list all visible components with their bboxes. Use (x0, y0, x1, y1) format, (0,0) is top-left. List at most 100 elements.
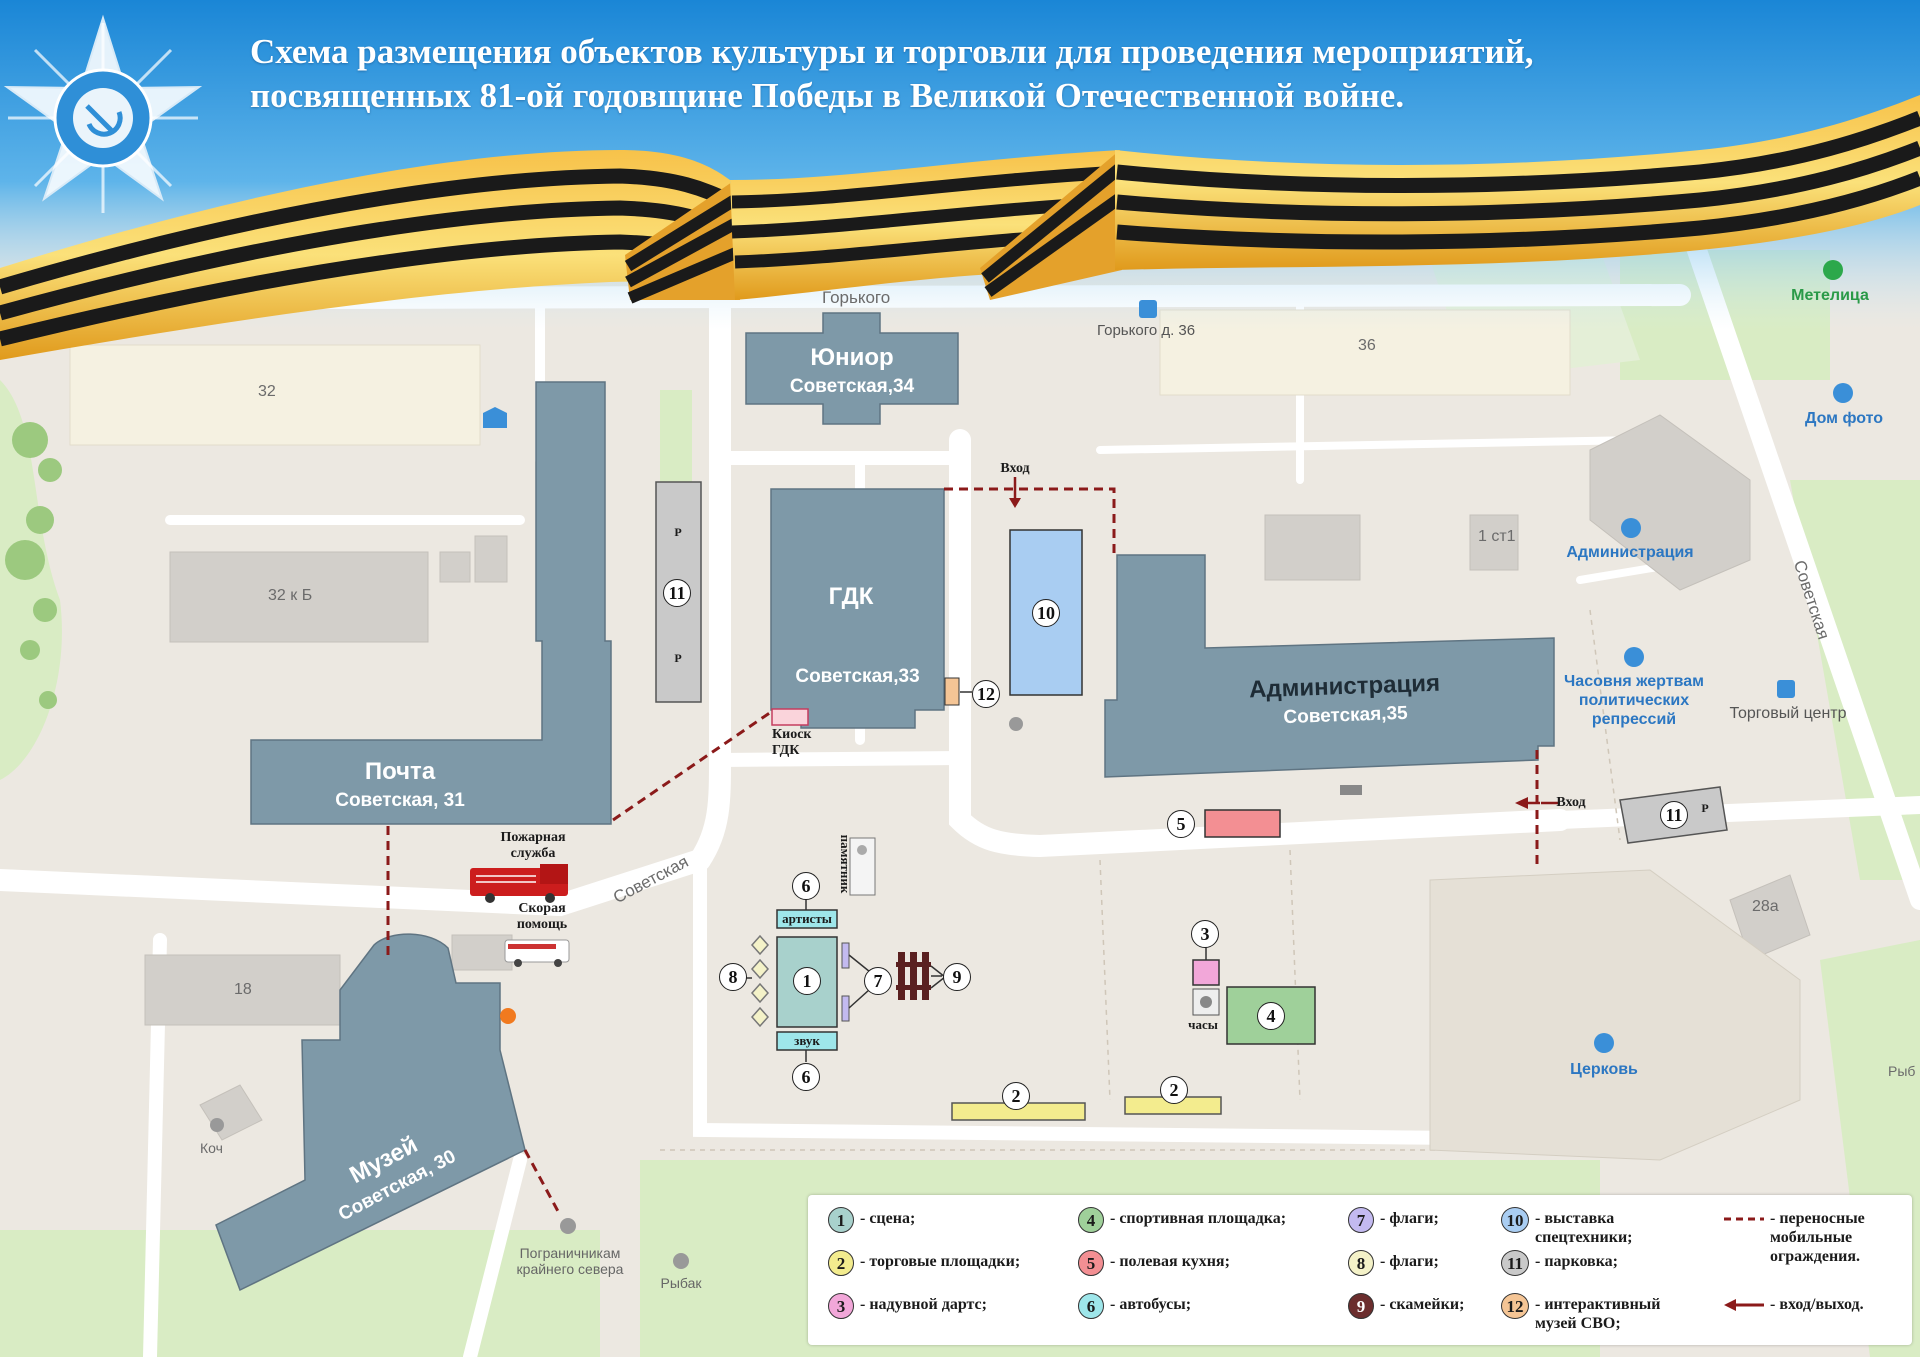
legend-item-1: 1 - сцена; (828, 1207, 916, 1233)
legend-item-12: 12- интерактивный музей СВО; (1501, 1293, 1695, 1333)
legend-item-8: 8- флаги; (1348, 1250, 1439, 1276)
legend-item-7: 7- флаги; (1348, 1207, 1439, 1233)
photo-pin-icon (1833, 383, 1853, 403)
bus-stop-label: Горького д. 36 (1097, 322, 1196, 339)
junior-label: Юниор Советская,34 (746, 344, 958, 398)
flag-7-bottom (841, 995, 850, 1022)
street-gorkogo-label: Горького (822, 288, 891, 307)
legend-text: - переносные мобильные ограждения. (1770, 1210, 1865, 1265)
parking-p-top: Р (674, 525, 682, 539)
marker-6: 6 (792, 1063, 820, 1091)
legend-marker: 7 (1348, 1207, 1374, 1233)
legend-text: - парковка; (1535, 1253, 1618, 1270)
pin-icon (1009, 717, 1023, 731)
parking-p-right: Р (1701, 801, 1709, 815)
fire-service-label: Пожарная служба (500, 830, 566, 861)
page-title: Схема размещения объектов культуры и тор… (250, 30, 1750, 118)
kiosk-gdk-rect (771, 708, 809, 726)
orange-pin-icon (500, 1008, 516, 1024)
building-32kb-label: 32 к Б (268, 587, 313, 604)
event-buildings (215, 312, 1555, 1292)
legend-text: - автобусы; (1110, 1296, 1192, 1313)
flags-8 (750, 934, 770, 1028)
administration-label: Администрация Советская,35 (1199, 668, 1491, 732)
church-label: Церковь (1570, 1061, 1638, 1078)
darts-area (1192, 959, 1220, 986)
legend-marker: 4 (1078, 1207, 1104, 1233)
st-george-ribbon (0, 95, 1920, 360)
building-28a-label: 28а (1752, 898, 1779, 915)
building-18-label: 18 (234, 981, 252, 998)
monument-label: памятник (838, 834, 853, 894)
legend-item-6: 6 - автобусы; (1078, 1293, 1192, 1319)
home-pin-icon (483, 407, 507, 428)
legend-item-11: 11 - парковка; (1501, 1250, 1618, 1276)
gdk-addr-wrap: Советская,33 (771, 662, 944, 688)
svo-museum-area (944, 677, 960, 706)
church-cross-icon (1594, 1033, 1614, 1053)
legend-item-10: 10- выставка спецтехники; (1501, 1207, 1685, 1247)
monument-pin-icon (560, 1218, 576, 1234)
dom-foto-label: Дом фото (1805, 410, 1883, 427)
barrier-legend-icon (1724, 1217, 1764, 1221)
koch-label: Коч (200, 1140, 223, 1156)
artists-label: артисты (782, 911, 832, 926)
bench-pin-icon (1340, 785, 1362, 795)
marker-10: 10 (1032, 599, 1060, 627)
admin-pin-icon (1621, 518, 1641, 538)
admin-poi-label: Администрация (1566, 544, 1694, 561)
pochta-addr: Советская, 31 (335, 790, 465, 811)
legend-marker: 1 (828, 1207, 854, 1233)
map-pins (210, 260, 1853, 1269)
bus-sound (776, 1031, 838, 1051)
junior-addr: Советская,34 (789, 376, 915, 397)
marker-2: 2 (1160, 1076, 1188, 1104)
legend-marker: 11 (1501, 1250, 1529, 1276)
legend-marker: 9 (1348, 1293, 1374, 1319)
mobile-barriers (386, 487, 1539, 1216)
trade-center-label: Торговый центр (1729, 705, 1847, 722)
store-pin-icon (1823, 260, 1843, 280)
legend-marker: 3 (828, 1293, 854, 1319)
benches (896, 952, 931, 1000)
legend-text: - интерактивный музей СВО; (1535, 1296, 1661, 1332)
legend-marker: 12 (1501, 1293, 1529, 1319)
marker-8: 8 (719, 963, 747, 991)
legend-text: - сцена; (860, 1210, 916, 1227)
sound-label: звук (794, 1033, 820, 1048)
building-36-label: 36 (1358, 337, 1376, 354)
edge-label: Рыб (1888, 1063, 1916, 1079)
legend-marker: 2 (828, 1250, 854, 1276)
legend-item-9: 9- скамейки; (1348, 1293, 1464, 1319)
bus-artists (776, 909, 838, 929)
legend-item-entry: - вход/выход. (1724, 1295, 1864, 1314)
legend-marker: 10 (1501, 1207, 1529, 1233)
pochta-label: Почта Советская, 31 (300, 758, 500, 812)
marker-12: 12 (972, 680, 1000, 708)
clock-icon (1200, 996, 1212, 1008)
legend-marker: 6 (1078, 1293, 1104, 1319)
pochta-name: Почта (364, 758, 436, 785)
junior-name: Юниор (810, 344, 894, 371)
building-32-label: 32 (258, 383, 276, 400)
title-line-2: посвященных 81-ой годовщине Победы в Вел… (250, 76, 1405, 115)
legend-text: - флаги; (1380, 1253, 1439, 1270)
legend-text: - надувной дартс; (860, 1296, 987, 1313)
legend-text: - спортивная площадка; (1110, 1210, 1287, 1227)
metelitsa-label: Метелица (1791, 287, 1869, 304)
marker-11: 11 (1660, 801, 1688, 829)
chasovnya-label: Часовня жертвам политических репрессий (1564, 673, 1704, 728)
marker-7: 7 (864, 967, 892, 995)
clock-label: часы (1188, 1017, 1218, 1032)
trade-center-bus-icon (1777, 680, 1795, 698)
legend-text: - торговые площадки; (860, 1253, 1021, 1270)
building-administration (1104, 554, 1555, 778)
legend-item-2: 2 - торговые площадки; (828, 1250, 1021, 1276)
gdk-addr: Советская,33 (795, 666, 920, 687)
monument-icon (857, 845, 867, 855)
marker-4: 4 (1257, 1002, 1285, 1030)
marker-5: 5 (1167, 810, 1195, 838)
marker-6: 6 (792, 872, 820, 900)
building-1st1-label: 1 ст1 (1478, 528, 1516, 545)
legend-marker: 5 (1078, 1250, 1104, 1276)
